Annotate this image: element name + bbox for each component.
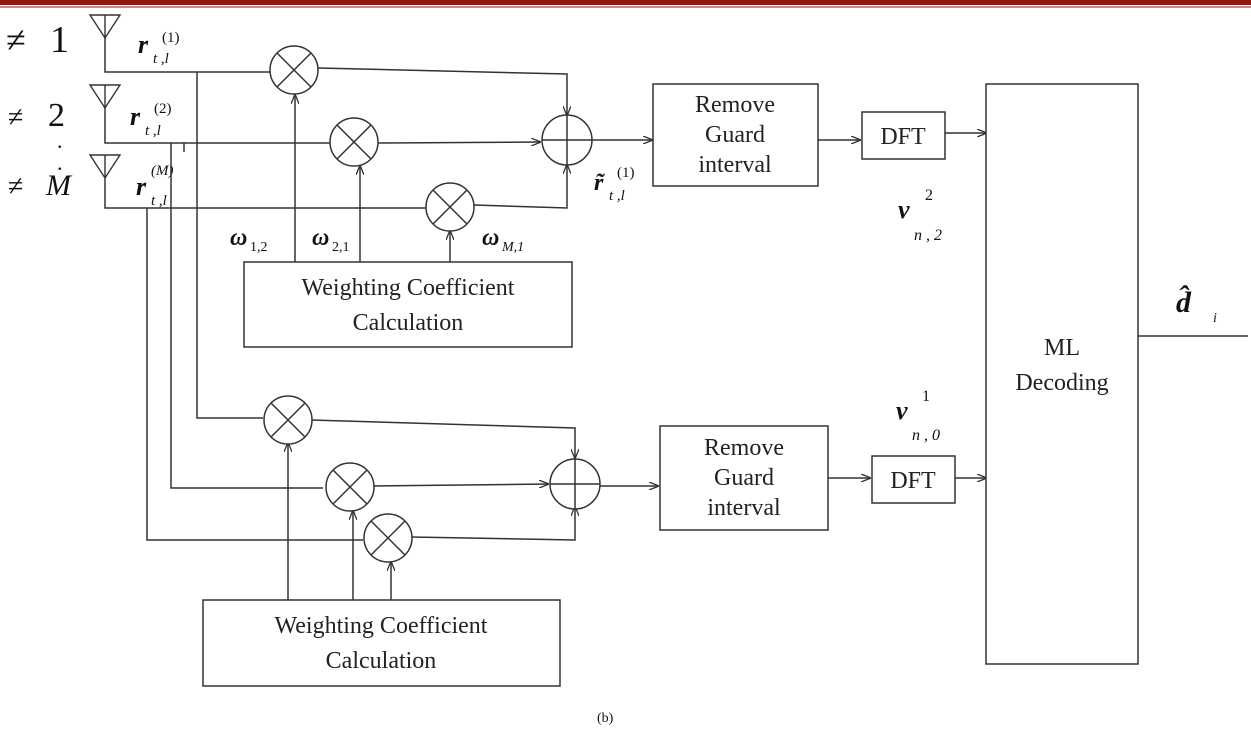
antenna-1-icon xyxy=(88,14,122,40)
svg-text:Weighting Coefficient: Weighting Coefficient xyxy=(302,275,515,301)
ml-decoding-block: ML Decoding xyxy=(985,83,1139,665)
signal-r1-label: r t ,l (1) xyxy=(138,30,180,67)
combined-signal-label: r̃ t ,l (1) xyxy=(594,165,635,204)
svg-text:n , 2: n , 2 xyxy=(914,227,942,244)
antenna-ellipsis-dot-2: . xyxy=(57,150,63,175)
svg-text:i: i xyxy=(1213,311,1217,326)
multiplier-upper-m xyxy=(425,182,475,232)
svg-text:DFT: DFT xyxy=(880,124,926,150)
svg-text:(M): (M) xyxy=(151,163,174,179)
svg-text:1,2: 1,2 xyxy=(250,240,268,255)
antenna-1-label: ≠ 1 xyxy=(6,19,69,61)
remove-guard-block-upper: Remove Guard interval xyxy=(652,83,819,187)
weight-label-1-2: ω 1,2 xyxy=(230,225,268,255)
wires-upper-branch xyxy=(104,38,986,541)
multiplier-upper-2 xyxy=(329,117,379,167)
svg-text:Guard: Guard xyxy=(714,465,774,491)
svg-text:d̂: d̂ xyxy=(1176,285,1192,319)
adder-upper xyxy=(541,114,593,166)
multiplier-lower-1 xyxy=(263,395,313,445)
svg-text:2: 2 xyxy=(48,97,65,134)
svg-text:v: v xyxy=(896,396,908,425)
svg-text:t ,l: t ,l xyxy=(609,188,625,204)
svg-text:ω: ω xyxy=(312,225,329,251)
antenna-2-icon xyxy=(88,84,122,110)
svg-text:1: 1 xyxy=(922,388,930,405)
page-header-rule xyxy=(0,0,1251,5)
svg-text:r̃: r̃ xyxy=(594,170,605,196)
svg-text:≠: ≠ xyxy=(8,171,23,202)
figure-caption: (b) xyxy=(597,711,614,726)
antenna-m-icon xyxy=(88,154,122,180)
svg-text:ω: ω xyxy=(230,225,247,251)
v-n0-label: v n , 0 1 xyxy=(896,388,940,444)
multiplier-upper-1 xyxy=(269,45,319,95)
svg-text:Guard: Guard xyxy=(705,122,765,148)
svg-text:≠: ≠ xyxy=(6,20,26,60)
svg-text:M,1: M,1 xyxy=(501,240,524,255)
svg-text:ω: ω xyxy=(482,225,499,251)
svg-text:≠: ≠ xyxy=(8,102,23,133)
svg-text:Remove: Remove xyxy=(704,435,784,461)
signal-rm-label: r t ,l (M) xyxy=(136,163,174,209)
svg-text:r: r xyxy=(136,172,147,201)
svg-text:r: r xyxy=(130,102,141,131)
svg-text:Decoding: Decoding xyxy=(1015,370,1108,396)
svg-text:Calculation: Calculation xyxy=(326,648,437,674)
antenna-ellipsis-dot-1: . xyxy=(57,128,63,153)
weighting-coefficient-block-upper: Weighting Coefficient Calculation xyxy=(243,261,573,348)
antenna-2-label: ≠ 2 xyxy=(8,97,65,134)
svg-text:ML: ML xyxy=(1044,335,1080,361)
svg-text:interval: interval xyxy=(698,152,772,178)
svg-text:(1): (1) xyxy=(162,30,180,46)
svg-text:r: r xyxy=(138,30,149,59)
antenna-m-label: ≠ M xyxy=(8,169,73,202)
weight-label-m-1: ω M,1 xyxy=(482,225,524,255)
svg-text:t ,l: t ,l xyxy=(153,51,169,67)
multiplier-lower-2 xyxy=(325,462,375,512)
multiplier-lower-m xyxy=(363,513,413,563)
wires-lower-branch xyxy=(288,335,1248,600)
svg-text:interval: interval xyxy=(707,495,781,521)
weighting-coefficient-block-lower: Weighting Coefficient Calculation xyxy=(202,599,561,687)
svg-text:2: 2 xyxy=(925,187,933,204)
signal-r2-label: r t ,l (2) xyxy=(130,101,172,139)
remove-guard-block-lower: Remove Guard interval xyxy=(659,425,829,531)
v-n2-label: v n , 2 2 xyxy=(898,187,942,244)
svg-text:2,1: 2,1 xyxy=(332,240,350,255)
svg-text:(1): (1) xyxy=(617,165,635,181)
adder-lower xyxy=(549,458,601,510)
svg-text:t ,l: t ,l xyxy=(145,123,161,139)
svg-text:(2): (2) xyxy=(154,101,172,117)
svg-text:Calculation: Calculation xyxy=(353,310,464,336)
dft-block-upper: DFT xyxy=(861,111,946,160)
svg-text:Weighting Coefficient: Weighting Coefficient xyxy=(275,613,488,639)
svg-text:Remove: Remove xyxy=(695,92,775,118)
svg-text:t ,l: t ,l xyxy=(151,193,167,209)
svg-text:DFT: DFT xyxy=(890,468,936,494)
weight-label-2-1: ω 2,1 xyxy=(312,225,350,255)
svg-text:v: v xyxy=(898,195,910,224)
svg-text:M: M xyxy=(45,169,73,202)
svg-text:1: 1 xyxy=(50,19,69,61)
svg-text:n , 0: n , 0 xyxy=(912,427,940,444)
dft-block-lower: DFT xyxy=(871,455,956,504)
decision-output-label: d̂ i xyxy=(1176,285,1217,326)
